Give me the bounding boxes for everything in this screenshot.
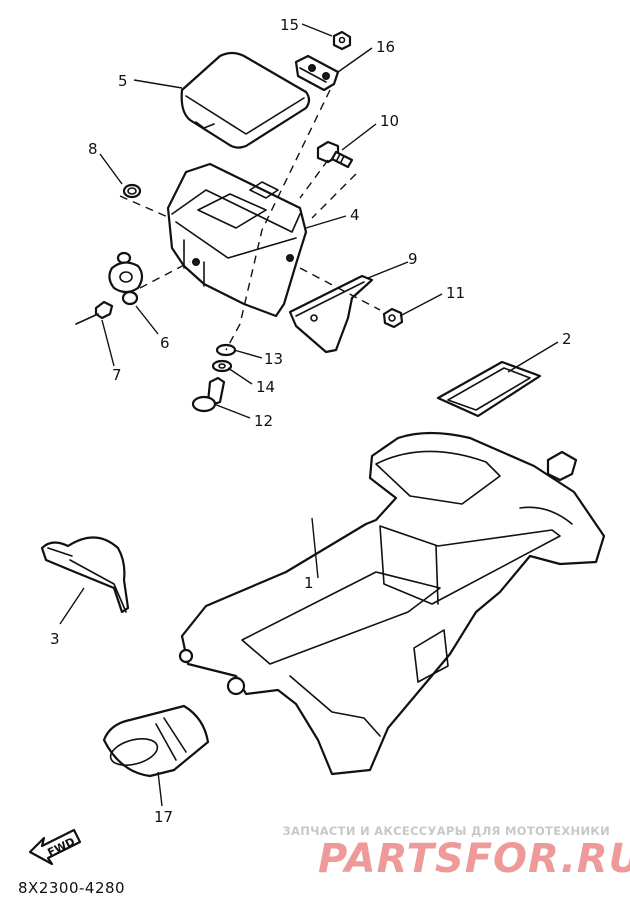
part-10-bolt (316, 140, 354, 169)
callout-5: 5 (118, 72, 128, 90)
callout-11: 11 (446, 284, 465, 302)
part-14-washer (211, 359, 233, 373)
callout-15: 15 (280, 16, 299, 34)
callout-6: 6 (160, 334, 170, 352)
watermark-brand: PARTSFOR.RU (318, 836, 630, 882)
watermark-tagline: ЗАПЧАСТИ И АКСЕССУАРЫ ДЛЯ МОТОТЕХНИКИ (282, 824, 610, 838)
callout-2: 2 (562, 330, 572, 348)
part-5-cover (180, 51, 311, 149)
callout-3: 3 (50, 630, 60, 648)
part-3-strap (40, 536, 130, 614)
callout-10: 10 (380, 112, 399, 130)
callout-labels: 1 2 3 4 5 6 7 8 9 10 11 12 13 14 15 16 1… (50, 16, 572, 826)
part-16-bracket (294, 54, 340, 92)
callout-17: 17 (154, 808, 173, 826)
callout-8: 8 (88, 140, 98, 158)
part-17-tube (102, 704, 210, 778)
drawing-code: 8X2300-4280 (18, 879, 126, 897)
part-15-nut (332, 30, 352, 51)
callout-16: 16 (376, 38, 395, 56)
callout-14: 14 (256, 378, 275, 396)
part-1-tray (178, 431, 606, 776)
part-7-screw (75, 300, 114, 325)
part-11-nut (382, 307, 404, 329)
callout-12: 12 (254, 412, 273, 430)
callout-7: 7 (112, 366, 122, 384)
part-2-pad (436, 360, 542, 418)
part-9-plate (288, 274, 374, 354)
callout-9: 9 (408, 250, 418, 268)
part-4-battery-box (166, 162, 308, 318)
fwd-arrow-icon: FWD (28, 828, 82, 866)
leader-lines (59, 23, 559, 807)
callout-4: 4 (350, 206, 360, 224)
part-12-bolt (191, 376, 226, 413)
part-6-grommet (108, 251, 144, 306)
assembly-lines (119, 89, 381, 351)
callout-1: 1 (304, 574, 314, 592)
part-8-grommet (122, 183, 142, 199)
callout-13: 13 (264, 350, 283, 368)
